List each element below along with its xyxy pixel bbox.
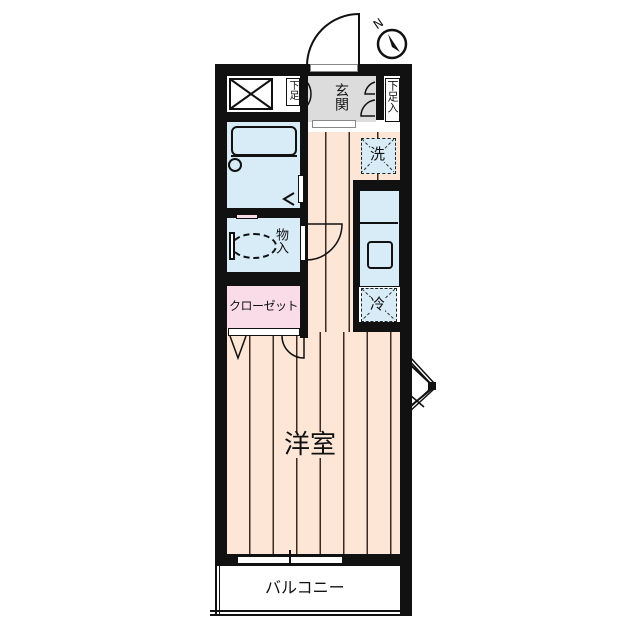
counter-divider	[360, 222, 398, 224]
outer-wall-left	[215, 64, 227, 566]
wall-kitchen-top	[353, 180, 403, 190]
fridge-label: 冷	[370, 295, 386, 313]
closet[interactable]: クローゼット	[227, 286, 300, 328]
shoe-cabinet-door-right-icon	[360, 81, 376, 117]
balcony[interactable]: バルコニー	[215, 566, 400, 614]
bay-window-icon[interactable]	[396, 355, 441, 415]
kitchen-counter[interactable]	[359, 190, 400, 287]
wall-toilet-bottom	[227, 272, 305, 286]
wall-kitchen-bottom	[353, 322, 403, 332]
toilet-seat-icon	[231, 233, 277, 259]
aircon-unit-box	[227, 76, 275, 112]
outer-wall-right	[400, 64, 412, 566]
washer-space[interactable]: 洗	[361, 138, 396, 174]
balcony-label: バルコニー	[265, 578, 345, 597]
balcony-right-wall	[400, 566, 412, 616]
entrance-label: 玄関	[333, 83, 349, 111]
bathroom-wall-line	[231, 155, 297, 157]
svg-text:N: N	[371, 15, 386, 32]
shoe-box-left-label: 下足	[287, 80, 298, 100]
toilet-room[interactable]: 物入	[227, 218, 300, 272]
entrance-area[interactable]: 玄関	[308, 76, 376, 122]
wall-aircon-bottom	[227, 112, 305, 122]
washer-label: 洗	[370, 145, 386, 163]
toilet-paper-holder	[236, 214, 258, 219]
closet-door-swing-icon	[229, 335, 305, 361]
toilet-door-swing-icon	[306, 223, 343, 261]
closet-door-rail	[228, 328, 300, 336]
wall-kitchen-left	[353, 180, 359, 330]
wall-bath-right	[300, 76, 308, 338]
bathroom-door[interactable]	[298, 175, 304, 203]
shoe-box-left: 下足	[286, 78, 300, 106]
bathtub	[231, 126, 297, 156]
closet-label: クローゼット	[229, 299, 299, 313]
wall-entrance-right	[376, 76, 384, 120]
storage-label: 物入	[273, 228, 288, 254]
faucet-icon	[228, 158, 242, 172]
corridor-floor	[303, 132, 355, 332]
shoe-box-right: 下足入	[385, 78, 400, 122]
shoe-box-right-label: 下足入	[386, 80, 399, 113]
toilet-tank	[229, 232, 235, 260]
cross-mark-icon	[229, 78, 273, 110]
entrance-step	[312, 120, 356, 128]
western-room-label: 洋室	[283, 430, 338, 460]
sink-icon	[367, 241, 393, 269]
balcony-railing-bottom	[210, 610, 402, 616]
balcony-railing-left	[215, 566, 220, 614]
bathroom-door-arrow-icon	[282, 192, 295, 206]
toilet-door[interactable]	[300, 225, 306, 261]
wall-bath-bottom	[227, 208, 305, 218]
bathroom[interactable]	[227, 122, 300, 208]
entrance-door-swing-icon[interactable]	[305, 12, 361, 68]
shoe-cabinet-door-icon	[307, 81, 312, 107]
sliding-door-mark	[289, 550, 291, 568]
fridge-space[interactable]: 冷	[361, 288, 397, 322]
entrance-door-threshold	[310, 64, 358, 72]
western-room-floor	[227, 330, 400, 554]
north-compass-icon: N	[371, 15, 408, 60]
